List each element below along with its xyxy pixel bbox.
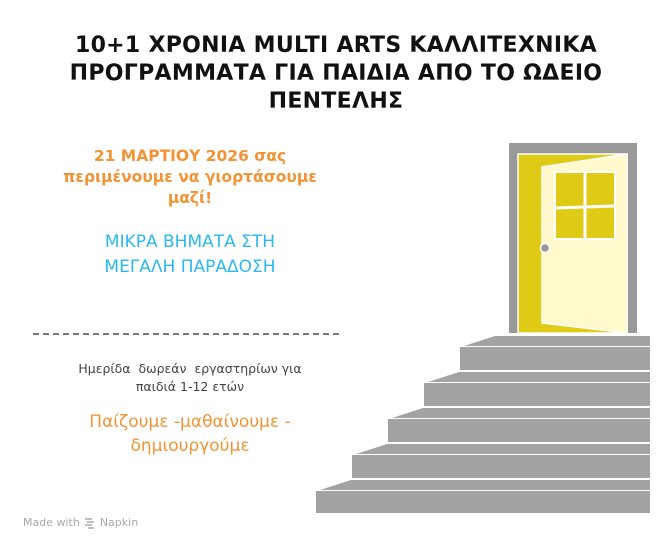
step-top — [392, 408, 650, 418]
title-line: ΠΡΟΓΡΑΜΜΑΤΑ ΓΙΑ ΠΑΙΔΙΑ ΑΠΟ ΤΟ ΩΔΕΙΟ — [69, 61, 603, 86]
napkin-logo-icon — [84, 517, 94, 529]
credit-brand: Napkin — [99, 516, 139, 529]
step-front — [352, 455, 650, 478]
invitation-line: 21 ΜΑΡΤΙΟΥ 2026 σας — [93, 147, 287, 165]
description-line: Ημερίδα δωρεάν εργαστηρίων για — [78, 361, 302, 376]
title-line: ΠΕΝΤΕΛΗΣ — [268, 89, 404, 114]
credit-label: Made with — [23, 516, 80, 529]
step-top — [428, 372, 650, 382]
step-front — [460, 347, 650, 370]
step-front — [424, 383, 650, 406]
slogan-line: Παίζουμε -μαθαίνουμε - — [89, 412, 291, 432]
dashed-divider — [33, 333, 339, 335]
invitation-line: περιμένουμε να γιορτάσουμε — [63, 168, 317, 186]
door-knob-icon — [539, 242, 551, 254]
description-line: παιδιά 1-12 ετών — [135, 379, 245, 394]
step-top — [356, 444, 650, 454]
description-text: Ημερίδα δωρεάν εργαστηρίων για παιδιά 1-… — [40, 360, 340, 396]
page-title: 10+1 ΧΡΟΝΙΑ MULTI ARTS ΚΑΛΛΙΤΕΧΝΙΚΑ ΠΡΟΓ… — [20, 32, 652, 116]
door — [509, 143, 637, 334]
stairs — [316, 336, 650, 513]
made-with-napkin-credit: Made with Napkin — [23, 516, 138, 529]
step-top — [464, 336, 650, 346]
motto-line: ΜΙΚΡΑ ΒΗΜΑΤΑ ΣΤΗ — [104, 232, 276, 252]
invitation-line: μαζί! — [167, 189, 213, 207]
slogan-text: Παίζουμε -μαθαίνουμε - δημιουργούμε — [40, 410, 340, 458]
step-front — [316, 491, 650, 513]
motto-line: ΜΕΓΑΛΗ ΠΑΡΑΔΟΣΗ — [104, 257, 276, 277]
motto-text: ΜΙΚΡΑ ΒΗΜΑΤΑ ΣΤΗ ΜΕΓΑΛΗ ΠΑΡΑΔΟΣΗ — [40, 230, 340, 280]
slogan-line: δημιουργούμε — [130, 436, 250, 456]
step-top — [320, 480, 650, 490]
title-line: 10+1 ΧΡΟΝΙΑ MULTI ARTS ΚΑΛΛΙΤΕΧΝΙΚΑ — [74, 33, 598, 58]
step-front — [388, 419, 650, 442]
invitation-text: 21 ΜΑΡΤΙΟΥ 2026 σας περιμένουμε να γιορτ… — [40, 146, 340, 209]
window-transom — [554, 204, 616, 210]
